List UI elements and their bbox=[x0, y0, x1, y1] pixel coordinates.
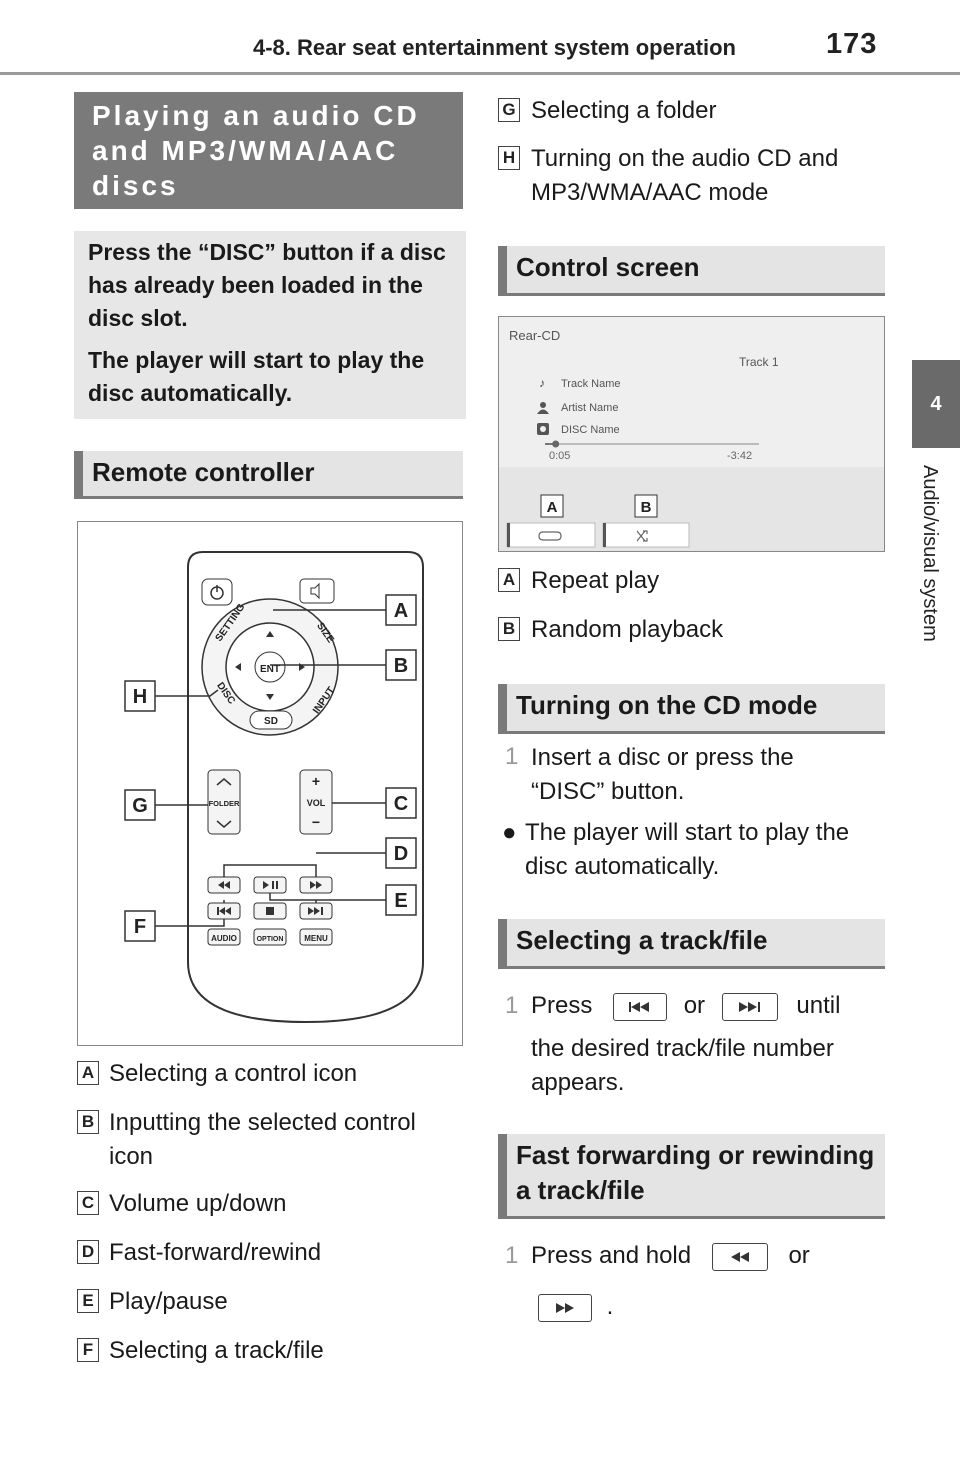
page-header: 4-8. Rear seat entertainment system oper… bbox=[0, 0, 960, 76]
callout-b: B bbox=[394, 655, 408, 677]
ff-step-num: 1 bbox=[505, 1242, 519, 1269]
cd-mode-bullet: The player will start to play the disc a… bbox=[525, 819, 850, 880]
track-select-heading: Selecting a track/file bbox=[498, 919, 885, 969]
track-step-num: 1 bbox=[505, 992, 519, 1019]
random-button[interactable] bbox=[602, 522, 690, 548]
item-text-f: Selecting a track/file bbox=[109, 1337, 324, 1364]
fast-forward-button-icon bbox=[538, 1293, 592, 1322]
item-label-d: D bbox=[77, 1240, 99, 1264]
ent-button: ENT bbox=[260, 664, 280, 675]
note-line-2: The player will start to play the disc a… bbox=[88, 347, 425, 406]
track-select-heading-text: Selecting a track/file bbox=[516, 925, 768, 955]
remote-illustration: ENT SETTING SIZE DISC INPUT SD FOLDER + … bbox=[124, 551, 424, 1024]
callout-g: G bbox=[132, 795, 148, 817]
ff-or-text: or bbox=[788, 1242, 810, 1269]
screen-track: Track 1 bbox=[739, 355, 779, 369]
control-screen-figure: Rear-CD Track 1 ♪ Track Name Artist Name… bbox=[498, 316, 885, 552]
item-text-h: Turning on the audio CD and MP3/WMA/AAC … bbox=[531, 145, 839, 206]
ff-period: . bbox=[606, 1293, 614, 1320]
chapter-tab: 4 bbox=[912, 360, 960, 448]
repeat-icon bbox=[538, 531, 562, 541]
audio-button: AUDIO bbox=[211, 934, 237, 943]
cd-mode-step-num: 1 bbox=[505, 743, 519, 770]
item-text-e: Play/pause bbox=[109, 1288, 228, 1315]
vol-button: VOL bbox=[307, 798, 326, 808]
screen-item-text-b: Random playback bbox=[531, 616, 724, 643]
screen-item-text-a: Repeat play bbox=[531, 567, 660, 594]
svg-text:−: − bbox=[312, 814, 320, 830]
item-label-h: H bbox=[498, 146, 520, 170]
callout-h: H bbox=[133, 686, 147, 708]
track-until-text: until bbox=[796, 992, 841, 1019]
callout-d: D bbox=[394, 843, 408, 865]
item-label-g: G bbox=[498, 98, 520, 122]
control-screen-heading: Control screen bbox=[498, 246, 885, 296]
screen-illustration: Rear-CD Track 1 ♪ Track Name Artist Name… bbox=[499, 317, 884, 551]
repeat-button[interactable] bbox=[506, 522, 596, 548]
screen-disc-name: DISC Name bbox=[561, 424, 620, 436]
screen-artist-name: Artist Name bbox=[561, 402, 618, 414]
bullet-icon: ● bbox=[502, 819, 517, 846]
cd-mode-step: Insert a disc or press the “DISC” button… bbox=[531, 744, 794, 805]
prev-track-button-icon bbox=[613, 992, 668, 1021]
screen-title: Rear-CD bbox=[509, 328, 560, 343]
screen-item-label-a: A bbox=[498, 568, 520, 592]
screen-progress-knob[interactable] bbox=[552, 440, 560, 448]
callout-e: E bbox=[394, 890, 407, 912]
menu-button: MENU bbox=[304, 934, 328, 943]
ff-press-text: Press and hold bbox=[531, 1242, 692, 1269]
fast-forward-heading-text: Fast forwarding or rewinding a track/fil… bbox=[516, 1140, 875, 1205]
screen-callout-a: A bbox=[547, 499, 558, 516]
fast-forward-heading: Fast forwarding or rewinding a track/fil… bbox=[498, 1134, 885, 1219]
item-text-a: Selecting a control icon bbox=[109, 1060, 358, 1087]
note-box: Press the “DISC” button if a disc has al… bbox=[74, 231, 466, 419]
item-text-d: Fast-forward/rewind bbox=[109, 1239, 322, 1266]
screen-callout-b: B bbox=[641, 499, 652, 516]
screen-remaining: -3:42 bbox=[727, 450, 752, 462]
header-rule bbox=[0, 72, 960, 75]
track-step-rest: the desired track/file number appears. bbox=[531, 1035, 834, 1096]
cd-mode-heading: Turning on the CD mode bbox=[498, 684, 885, 734]
callout-f: F bbox=[134, 916, 146, 938]
remote-heading-text: Remote controller bbox=[92, 457, 315, 487]
item-label-b: B bbox=[77, 1110, 99, 1134]
main-title-box: Playing an audio CD and MP3/WMA/AAC disc… bbox=[74, 92, 463, 209]
sd-button: SD bbox=[264, 716, 278, 727]
item-label-a: A bbox=[77, 1061, 99, 1085]
item-text-b: Inputting the selected control icon bbox=[109, 1109, 416, 1170]
shuffle-icon bbox=[636, 530, 648, 542]
screen-elapsed: 0:05 bbox=[549, 450, 570, 462]
item-label-c: C bbox=[77, 1191, 99, 1215]
option-button: OPTION bbox=[257, 936, 284, 943]
track-step-line: Press or until bbox=[531, 989, 891, 1023]
item-label-f: F bbox=[77, 1338, 99, 1362]
remote-heading: Remote controller bbox=[74, 451, 463, 499]
item-text-c: Volume up/down bbox=[109, 1190, 287, 1217]
page-number: 173 bbox=[826, 28, 878, 60]
svg-text:♪: ♪ bbox=[539, 376, 545, 390]
item-label-e: E bbox=[77, 1289, 99, 1313]
chapter-label: Audio/visual system bbox=[919, 465, 941, 642]
folder-button: FOLDER bbox=[209, 799, 240, 808]
callout-c: C bbox=[394, 793, 408, 815]
next-track-button-icon bbox=[721, 992, 778, 1021]
section-title: 4-8. Rear seat entertainment system oper… bbox=[253, 35, 736, 60]
track-or-text: or bbox=[683, 992, 706, 1019]
remote-figure: ENT SETTING SIZE DISC INPUT SD FOLDER + … bbox=[77, 521, 463, 1046]
ff-step-line-2: . bbox=[538, 1290, 613, 1324]
track-press-text: Press bbox=[531, 992, 593, 1019]
ff-step-line: Press and hold or bbox=[531, 1239, 891, 1273]
cd-mode-heading-text: Turning on the CD mode bbox=[516, 690, 818, 720]
screen-item-label-b: B bbox=[498, 617, 520, 641]
main-title: Playing an audio CD and MP3/WMA/AAC disc… bbox=[92, 100, 420, 201]
control-screen-heading-text: Control screen bbox=[516, 252, 700, 282]
note-line-1: Press the “DISC” button if a disc has al… bbox=[88, 239, 446, 331]
rewind-button-icon bbox=[711, 1242, 768, 1271]
callout-a: A bbox=[394, 600, 408, 622]
screen-track-name: Track Name bbox=[561, 378, 621, 390]
svg-text:+: + bbox=[312, 773, 320, 789]
item-text-g: Selecting a folder bbox=[531, 97, 717, 124]
